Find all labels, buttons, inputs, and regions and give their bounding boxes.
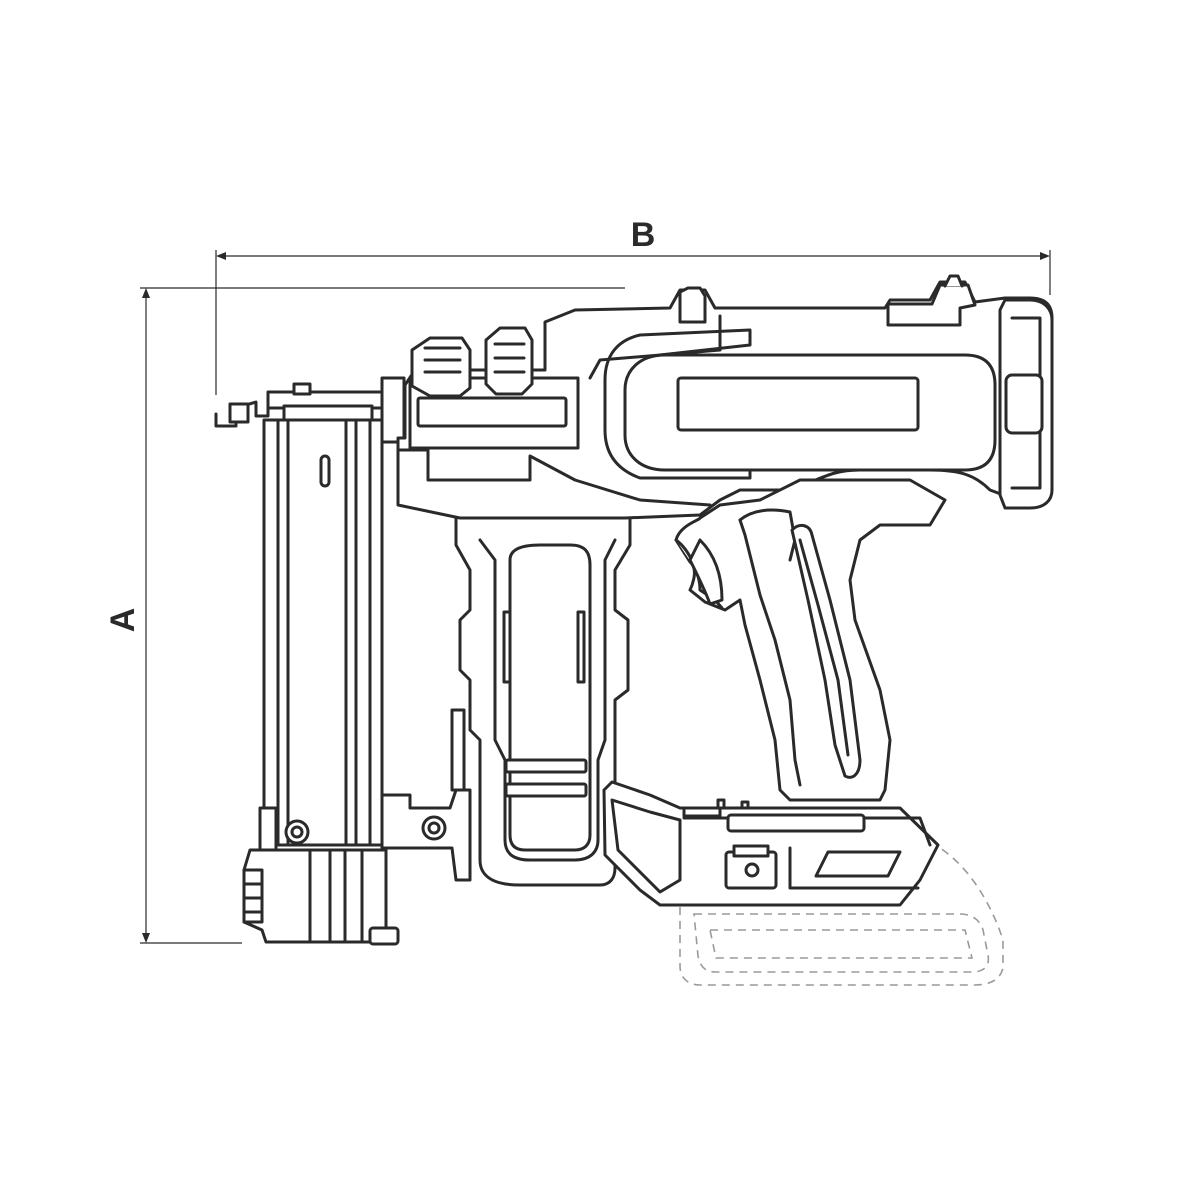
rear-cap-button [1004, 373, 1044, 435]
motor-housing-inner [478, 538, 617, 862]
latch-plate [258, 806, 278, 852]
depth-knob-1 [410, 336, 472, 398]
bracket-screw [421, 815, 447, 841]
battery-mount-vent [814, 850, 902, 878]
handle-front-edge [738, 518, 802, 787]
battery-latch-top [732, 844, 770, 858]
mid-top-nub [678, 286, 707, 324]
dimension-a: A [104, 287, 625, 944]
nose-and-magazine [214, 376, 406, 946]
dimension-a-arrow-top [142, 288, 150, 298]
handle [674, 478, 947, 802]
dimension-a-label: A [104, 608, 142, 633]
window-slot-right [576, 610, 586, 684]
foot-grip [242, 868, 264, 924]
handle-top-curve [738, 508, 797, 562]
nose-tip [228, 402, 250, 424]
window-clip-1 [504, 758, 588, 774]
magazine-window [508, 543, 592, 852]
front-label-plate [416, 396, 568, 428]
dimension-b-label: B [631, 216, 656, 254]
rear-top-nub [943, 274, 964, 288]
battery-mount-nub-1 [716, 798, 726, 810]
nose-pin [292, 382, 312, 396]
battery-inner-dash [693, 913, 990, 973]
battery-release-bar [726, 813, 866, 833]
battery-mount-nub-2 [740, 800, 750, 810]
dimension-b: B [215, 216, 1051, 395]
nose-end-cap [368, 926, 400, 946]
bracket-post [450, 708, 466, 792]
main-body [396, 274, 1054, 520]
lower-bracket [380, 708, 472, 882]
battery-latch-screw [744, 862, 760, 878]
front-lower-step [398, 448, 712, 507]
latch-screw [284, 819, 310, 845]
side-label-plate [676, 376, 920, 432]
handle-outer [674, 478, 947, 802]
window-slot-left [502, 610, 512, 684]
window-clip-2 [504, 782, 588, 798]
dimension-b-arrow-right [1040, 252, 1050, 260]
trigger [688, 538, 724, 606]
rail-connector [380, 376, 406, 444]
battery-outline-dashed [679, 841, 1004, 986]
rail-cap [282, 404, 374, 422]
battery-mount-front-panel [610, 798, 682, 894]
dimension-a-arrow-bottom [142, 933, 150, 943]
battery-mount [602, 780, 940, 907]
depth-knob-2 [484, 326, 534, 396]
rear-top-bump [886, 283, 977, 327]
magazine-rail [262, 418, 384, 847]
motor-housing [454, 513, 632, 887]
mid-top-edge [588, 314, 722, 380]
battery-outer-dash [679, 841, 1004, 986]
bracket-screw-inner [427, 821, 441, 835]
handle-grip-line [798, 538, 850, 757]
dimension-b-arrow-left [216, 252, 226, 260]
battery-mount-stop [682, 806, 722, 818]
battery-inner-dash-2 [709, 929, 974, 959]
battery-mount-lower-edge [788, 846, 920, 890]
rail-slot [319, 454, 331, 488]
latch-screw-inner [290, 825, 304, 839]
